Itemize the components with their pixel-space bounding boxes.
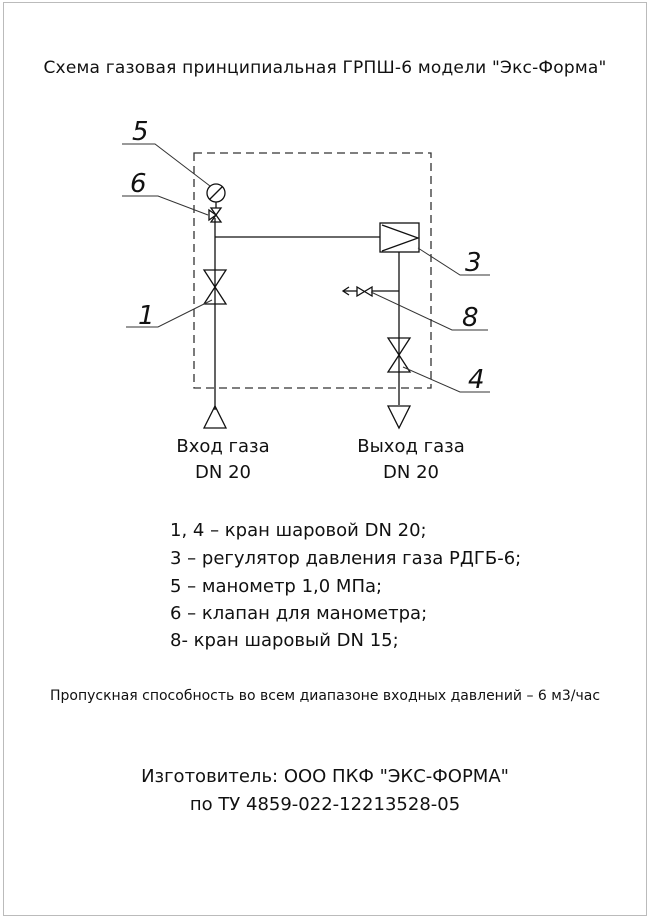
outlet-size: DN 20 [383,462,439,483]
legend-item: 6 – клапан для манометра; [170,603,428,624]
callout-1: 1 [138,301,155,331]
ball-valve-4-icon [386,337,412,373]
callout-6: 6 [130,169,147,199]
leader-lines [122,143,490,393]
inlet-label: Вход газа [176,436,270,457]
outlet-arrow-icon [386,405,412,430]
legend-item: 1, 4 – кран шаровой DN 20; [170,520,427,541]
legend-item: 3 – регулятор давления газа РДГБ-6; [170,548,522,569]
page-title: Схема газовая принципиальная ГРПШ-6 моде… [43,58,607,78]
outlet-label: Выход газа [357,436,465,457]
callout-5: 5 [132,117,149,147]
manufacturer-line: Изготовитель: ООО ПКФ "ЭКС-ФОРМА" [141,766,509,787]
gas-regulator-icon [379,222,420,253]
cabinet-boundary [193,152,432,389]
inlet-size: DN 20 [195,462,251,483]
callout-8: 8 [462,303,479,333]
legend-item: 5 – манометр 1,0 МПа; [170,576,383,597]
callout-3: 3 [465,248,482,278]
callout-4: 4 [468,365,485,395]
capacity-note: Пропускная способность во всем диапазоне… [49,688,601,704]
legend-item: 8- кран шаровый DN 15; [170,630,399,651]
ball-valve-8-icon [341,285,373,298]
pressure-gauge-icon [206,183,226,208]
page-border [3,2,647,916]
inlet-arrow-icon [202,404,228,429]
gauge-valve-icon [208,207,223,223]
specification-line: по ТУ 4859-022-12213528-05 [189,794,461,815]
